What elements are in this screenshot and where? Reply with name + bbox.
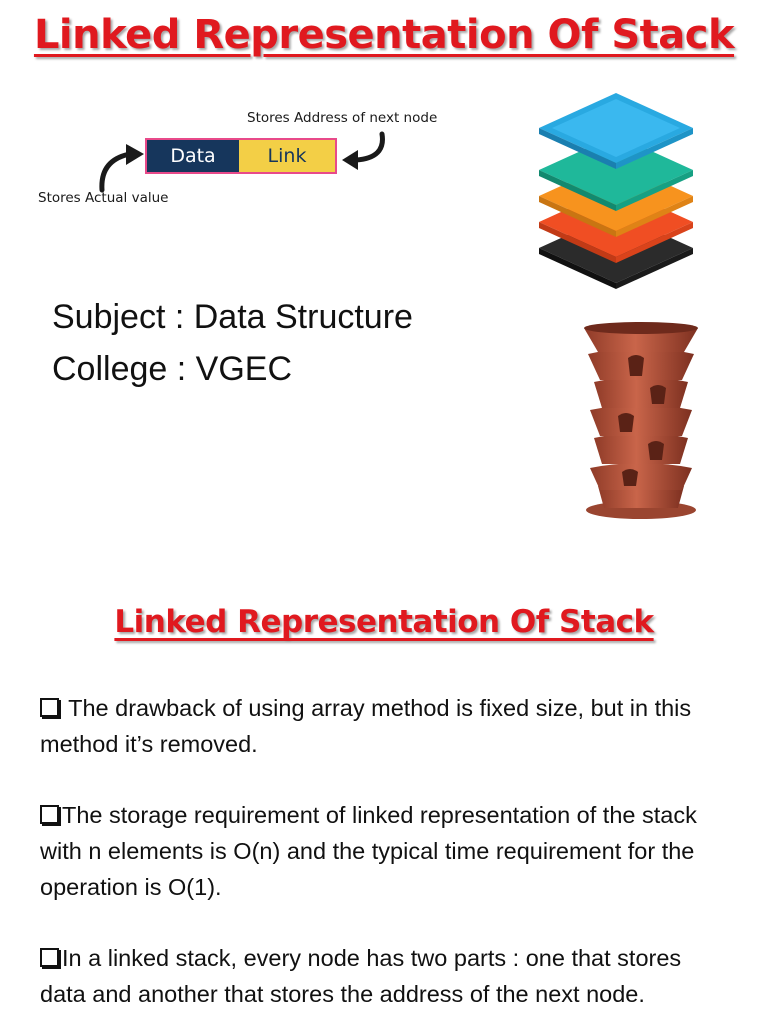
bullet-paragraph: In a linked stack, every node has two pa… [40,945,682,1007]
stacked-planter-pots-icon [584,322,698,519]
curved-arrow-icon [99,144,144,193]
bullet-paragraph: The storage requirement of linked repres… [40,802,697,900]
checkbox-bullet-icon [40,948,59,967]
subject-line: Subject : Data Structure [52,298,413,336]
checkbox-bullet-icon [40,805,59,824]
checkbox-bullet-icon [40,698,59,717]
curved-arrow-icon [342,131,385,170]
bullet-paragraph: The drawback of using array method is fi… [40,695,692,757]
node-diagram: Data Link [145,138,337,174]
node-data-cell: Data [147,140,239,172]
node-link-cell: Link [239,140,335,172]
page-title: Linked Representation Of Stack [33,12,735,58]
layers-stack-icon [539,93,693,289]
note-next-address: Stores Address of next node [247,110,438,126]
note-actual-value: Stores Actual value [38,190,169,206]
section-title: Linked Representation Of Stack [114,604,654,640]
college-line: College : VGEC [52,350,292,388]
